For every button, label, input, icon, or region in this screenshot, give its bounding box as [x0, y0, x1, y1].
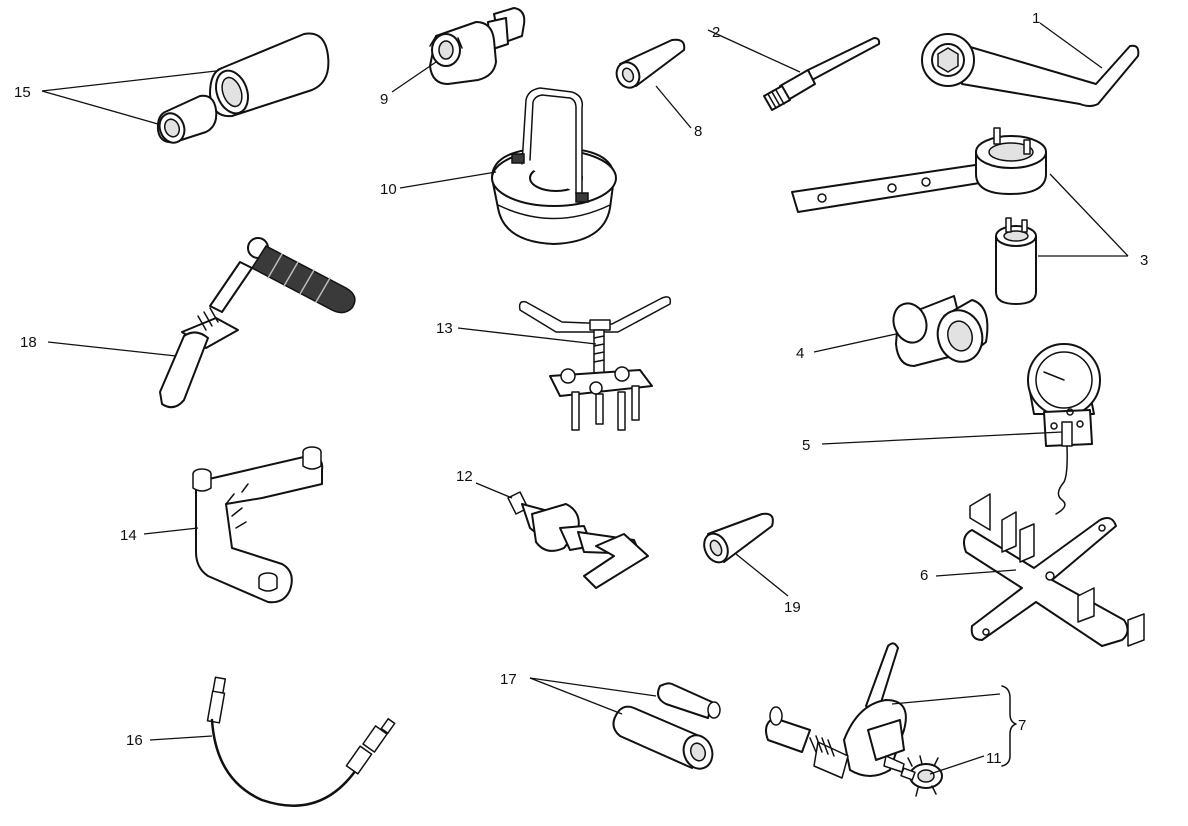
callout-2: 2 — [712, 24, 720, 41]
callout-3: 3 — [1140, 252, 1148, 269]
leader-lines — [41, 22, 1129, 775]
callout-8: 8 — [694, 123, 702, 140]
tool-4-socket — [892, 295, 989, 367]
tool-12-extractor — [507, 491, 649, 589]
tool-10-ring-tool — [491, 87, 617, 245]
callout-17: 17 — [500, 671, 517, 688]
tool-5-dial-gauge — [1027, 343, 1101, 515]
callout-14: 14 — [120, 527, 137, 544]
tool-19-cone — [703, 512, 774, 564]
callout-1: 1 — [1032, 10, 1040, 27]
tool-14-fixture — [192, 446, 324, 604]
callout-4: 4 — [796, 345, 804, 362]
callout-6: 6 — [920, 567, 928, 584]
tool-1-wrench — [921, 33, 1140, 107]
callout-5: 5 — [802, 437, 810, 454]
callout-19: 19 — [784, 599, 801, 616]
callout-18: 18 — [20, 334, 37, 351]
tool-15-sleeves — [156, 32, 330, 144]
callout-16: 16 — [126, 732, 143, 749]
callout-13: 13 — [436, 320, 453, 337]
tool-7-compressor — [765, 642, 907, 779]
tool-16-cable — [206, 676, 396, 807]
tool-13-puller — [518, 296, 672, 431]
tool-8-cone — [615, 38, 686, 89]
tool-18-crank — [159, 237, 356, 409]
tool-2-rod — [763, 37, 881, 111]
callout-7: 7 — [1018, 717, 1026, 734]
callout-11: 11 — [986, 750, 1002, 767]
tool-17-drifts — [612, 682, 721, 770]
callout-15: 15 — [14, 84, 31, 101]
callout-labels: 1 2 3 4 5 6 7 8 9 10 11 12 13 14 15 16 1… — [14, 10, 1148, 767]
tool-9-socket — [429, 7, 526, 85]
tool-6-cross-support — [963, 493, 1145, 647]
tool-11-collet-tool — [900, 755, 943, 797]
callout-9: 9 — [380, 91, 388, 108]
callout-12: 12 — [456, 468, 473, 485]
tool-3-pin-wrench — [791, 127, 1047, 305]
callout-10: 10 — [380, 181, 397, 198]
